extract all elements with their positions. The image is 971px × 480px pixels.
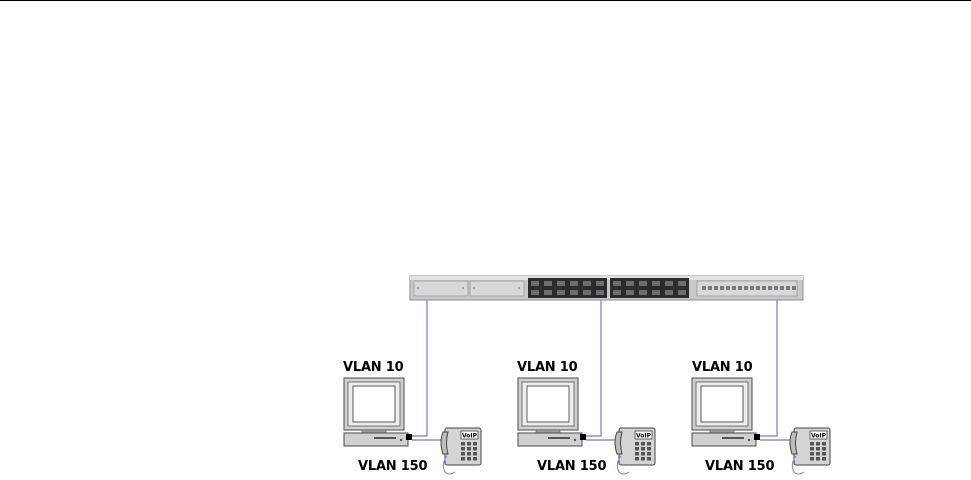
voip-phone-icon: VoIP xyxy=(441,428,481,474)
desktop-computer-icon xyxy=(518,378,582,446)
data-vlan-label: VLAN 10 xyxy=(692,360,753,375)
station-2: VoIP VLAN 10 VLAN 150 xyxy=(517,300,655,474)
voip-badge: VoIP xyxy=(811,433,827,440)
network-jack xyxy=(580,434,586,440)
voice-vlan-label: VLAN 150 xyxy=(358,459,428,474)
data-vlan-label: VLAN 10 xyxy=(343,360,404,375)
voip-badge: VoIP xyxy=(636,433,652,440)
ethernet-link xyxy=(410,300,427,436)
voice-vlan-label: VLAN 150 xyxy=(705,459,775,474)
network-jack xyxy=(754,434,760,440)
voice-vlan-label: VLAN 150 xyxy=(537,459,607,474)
station-3: VoIP VLAN 10 VLAN 150 xyxy=(692,300,830,474)
desktop-computer-icon xyxy=(344,378,408,446)
network-jack xyxy=(406,434,412,440)
ethernet-link xyxy=(584,300,601,436)
desktop-computer-icon xyxy=(692,378,756,446)
data-vlan-label: VLAN 10 xyxy=(517,360,578,375)
ethernet-link xyxy=(758,300,777,436)
station-1: VoIP VLAN 10 VLAN 150 xyxy=(343,300,481,474)
voip-phone-icon: VoIP xyxy=(615,428,655,474)
network-switch-icon xyxy=(410,276,803,300)
voip-badge: VoIP xyxy=(462,433,478,440)
voip-phone-icon: VoIP xyxy=(790,428,830,474)
